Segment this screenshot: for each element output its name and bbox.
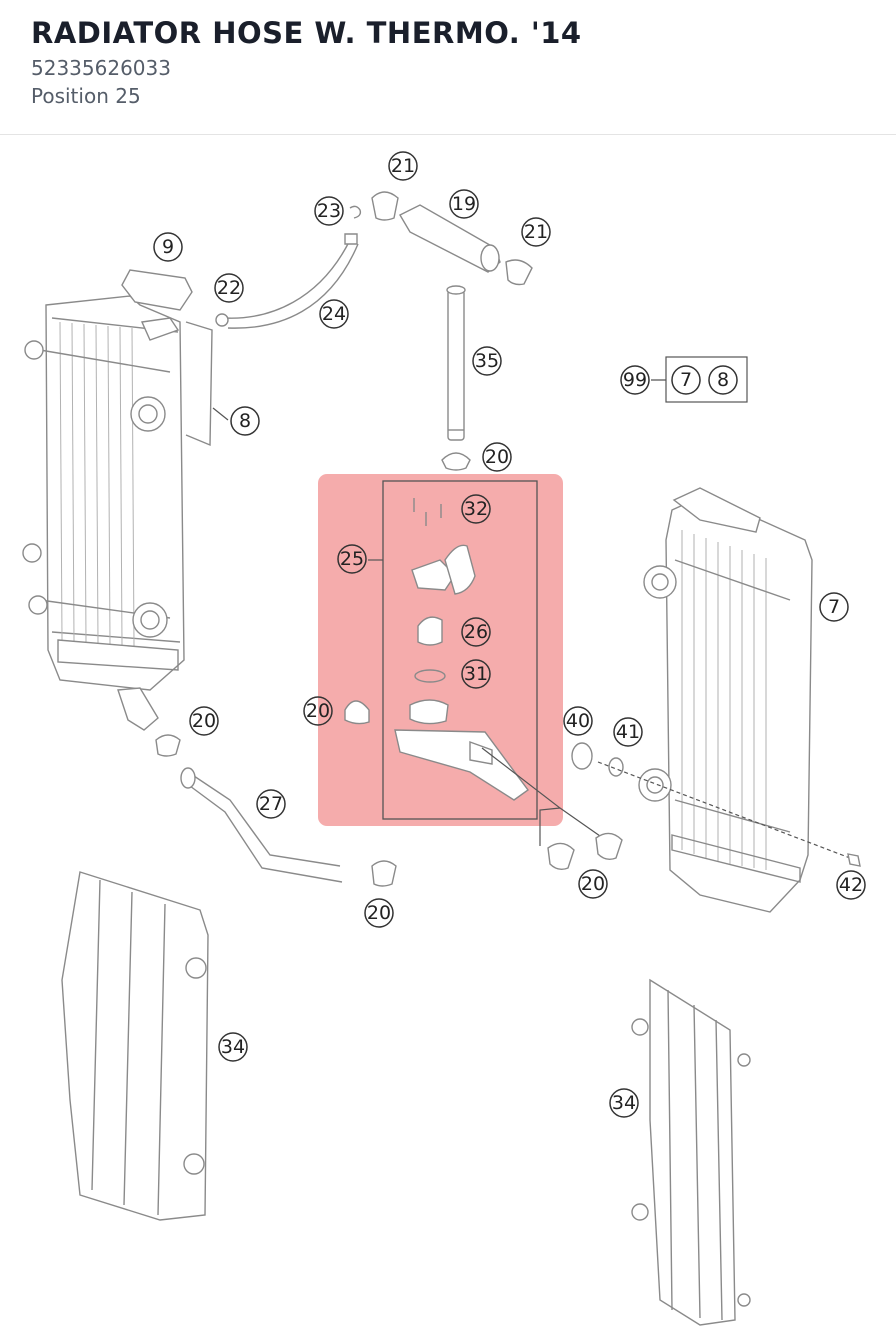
svg-text:26: 26 (464, 621, 488, 643)
upper-hose-19[interactable] (371, 191, 533, 286)
callout-25[interactable]: 25 (337, 544, 367, 574)
svg-text:27: 27 (259, 793, 283, 815)
svg-text:99: 99 (623, 369, 647, 391)
svg-text:20: 20 (367, 902, 391, 924)
callout-35[interactable]: 35 (472, 346, 502, 376)
callout-31[interactable]: 31 (461, 659, 491, 689)
callout-20[interactable]: 20 (482, 442, 512, 472)
svg-text:40: 40 (566, 710, 590, 732)
svg-text:20: 20 (192, 710, 216, 732)
kit-items-25[interactable] (344, 498, 529, 801)
left-radiator[interactable] (22, 269, 213, 731)
svg-text:23: 23 (317, 200, 341, 222)
callout-40[interactable]: 40 (563, 706, 593, 736)
callout-21[interactable]: 21 (521, 217, 551, 247)
svg-text:25: 25 (340, 548, 364, 570)
svg-text:41: 41 (616, 721, 640, 743)
svg-text:21: 21 (391, 155, 415, 177)
overflow-hose-24[interactable] (215, 205, 362, 329)
selected-part-highlight[interactable] (318, 474, 563, 826)
callout-34[interactable]: 34 (218, 1032, 248, 1062)
svg-text:20: 20 (485, 446, 509, 468)
lower-hose-27[interactable] (155, 734, 397, 887)
svg-text:8: 8 (717, 369, 729, 391)
svg-text:42: 42 (839, 874, 863, 896)
callout-23[interactable]: 23 (314, 196, 344, 226)
svg-text:8: 8 (239, 410, 251, 432)
svg-text:7: 7 (828, 596, 840, 618)
page-header: RADIATOR HOSE W. THERMO. '14 52335626033… (0, 0, 896, 135)
svg-text:7: 7 (680, 369, 692, 391)
callout-34[interactable]: 34 (609, 1088, 639, 1118)
kit-frame (382, 480, 538, 820)
svg-text:32: 32 (464, 498, 488, 520)
svg-text:20: 20 (581, 873, 605, 895)
exploded-parts-diagram[interactable]: 21 19 23 21 9 22 24 35 8 99 7 8 20 32 25… (0, 136, 896, 1335)
svg-text:34: 34 (612, 1092, 636, 1114)
callout-8[interactable]: 8 (230, 406, 260, 436)
svg-text:31: 31 (464, 663, 488, 685)
svg-text:20: 20 (306, 700, 330, 722)
callout-22[interactable]: 22 (214, 273, 244, 303)
callout-41[interactable]: 41 (613, 717, 643, 747)
part-number: 52335626033 (31, 56, 171, 80)
pipe-35[interactable] (441, 285, 471, 471)
radiator-bolt-parts[interactable] (571, 742, 861, 867)
svg-text:21: 21 (524, 221, 548, 243)
left-shroud-34[interactable] (61, 871, 209, 1221)
callout-7[interactable]: 7 (819, 592, 849, 622)
svg-text:35: 35 (475, 350, 499, 372)
callout-9[interactable]: 9 (153, 232, 183, 262)
callout-32[interactable]: 32 (461, 494, 491, 524)
right-shroud-34[interactable] (631, 978, 751, 1326)
callout-19[interactable]: 19 (449, 189, 479, 219)
callout-21[interactable]: 21 (388, 151, 418, 181)
callout-42[interactable]: 42 (836, 870, 866, 900)
page-title: RADIATOR HOSE W. THERMO. '14 (31, 16, 582, 50)
callout-99-8[interactable]: 8 (708, 365, 738, 395)
svg-text:19: 19 (452, 193, 476, 215)
callout-20[interactable]: 20 (303, 696, 333, 726)
callout-20[interactable]: 20 (189, 706, 219, 736)
svg-text:34: 34 (221, 1036, 245, 1058)
position-label: Position 25 (31, 84, 141, 108)
kit-leader-lines (481, 747, 623, 871)
svg-text:24: 24 (322, 303, 346, 325)
callout-24[interactable]: 24 (319, 299, 349, 329)
callout-leaders (212, 379, 668, 561)
right-radiator[interactable] (638, 487, 813, 913)
callout-99-7[interactable]: 7 (671, 365, 701, 395)
callout-27[interactable]: 27 (256, 789, 286, 819)
svg-text:9: 9 (162, 236, 174, 258)
callout-99[interactable]: 99 (620, 365, 650, 395)
callout-26[interactable]: 26 (461, 617, 491, 647)
callout-20[interactable]: 20 (578, 869, 608, 899)
svg-text:22: 22 (217, 277, 241, 299)
callout-20[interactable]: 20 (364, 898, 394, 928)
